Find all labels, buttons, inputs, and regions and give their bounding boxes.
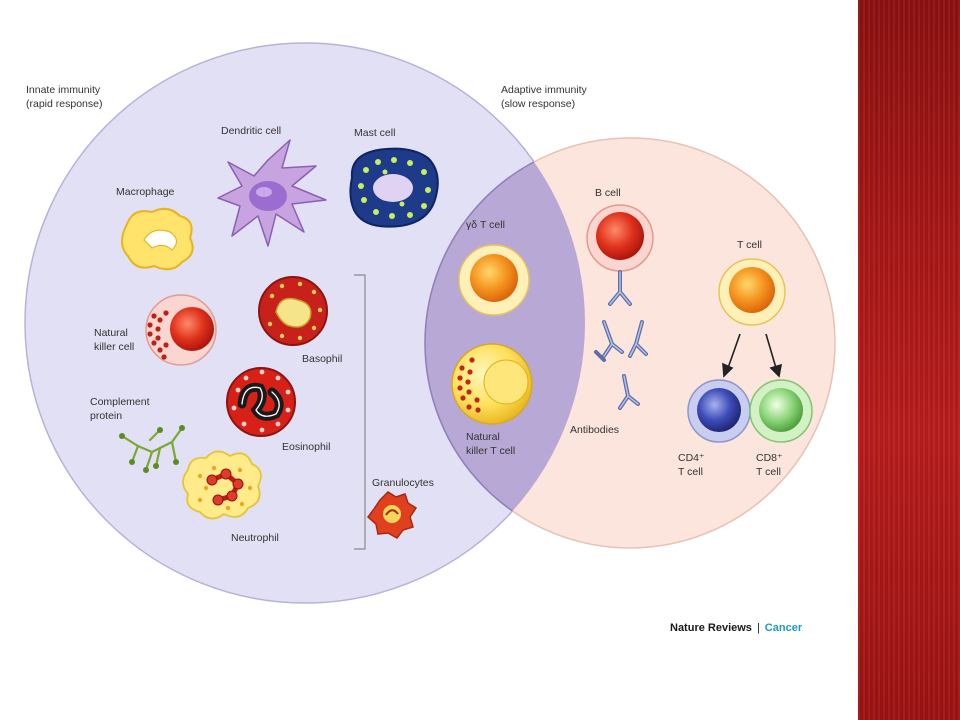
- adaptive-subtitle: (slow response): [501, 98, 575, 110]
- basophil-label: Basophil: [302, 353, 342, 365]
- basophil-icon: [258, 276, 328, 346]
- nkt-cell-label-line1: Natural: [466, 431, 500, 443]
- journal-section: Cancer: [765, 622, 803, 634]
- cd8-label-line2: T cell: [756, 466, 781, 478]
- natural-killer-cell-icon: [145, 294, 217, 366]
- dendritic-cell-icon: [217, 139, 327, 247]
- nk-cell-label-line2: killer cell: [94, 341, 134, 353]
- decorative-side-bar: [858, 0, 960, 720]
- gamma-delta-t-cell-label: γδ T cell: [466, 219, 505, 231]
- natural-killer-t-cell-icon: [451, 343, 533, 425]
- macrophage-icon: [121, 207, 194, 271]
- adaptive-title: Adaptive immunity: [501, 84, 588, 96]
- journal-name: Nature Reviews: [670, 622, 752, 634]
- cd4-t-cell-icon: [687, 379, 751, 443]
- dendritic-cell-label: Dendritic cell: [221, 125, 281, 137]
- neutrophil-icon: [182, 450, 262, 520]
- innate-title: Innate immunity: [26, 84, 101, 96]
- gamma-delta-t-cell-icon: [458, 244, 530, 316]
- b-cell-icon: [586, 204, 654, 272]
- antibodies-icon-light: [603, 271, 647, 409]
- eosinophil-label: Eosinophil: [282, 441, 330, 453]
- nkt-cell-label-line2: killer T cell: [466, 445, 515, 457]
- granulocytes-bracket: [354, 274, 366, 550]
- journal-credit: Nature Reviews | Cancer: [670, 622, 803, 634]
- complement-label-line2: protein: [90, 410, 122, 422]
- granulocytes-icon: [366, 491, 418, 539]
- cd8-label-line1: CD8⁺: [756, 452, 783, 464]
- mast-cell-label: Mast cell: [354, 127, 395, 139]
- eosinophil-icon: [226, 367, 296, 437]
- granulocytes-label: Granulocytes: [372, 477, 434, 489]
- complement-protein-icon: [119, 425, 185, 473]
- nk-cell-label-line1: Natural: [94, 327, 128, 339]
- arrow-to-cd8-icon: [765, 333, 783, 378]
- neutrophil-label: Neutrophil: [231, 532, 279, 544]
- overlap-region: [424, 137, 585, 549]
- credit-separator: |: [757, 622, 760, 634]
- cd4-label-line1: CD4⁺: [678, 452, 705, 464]
- mast-cell-icon: [349, 147, 439, 228]
- antibodies-label: Antibodies: [570, 424, 619, 436]
- cd4-label-line2: T cell: [678, 466, 703, 478]
- innate-subtitle: (rapid response): [26, 98, 102, 110]
- t-cell-icon: [718, 258, 786, 326]
- t-cell-label: T cell: [737, 239, 762, 251]
- arrow-to-cd4-icon: [722, 333, 741, 378]
- complement-label-line1: Complement: [90, 396, 150, 408]
- b-cell-label: B cell: [595, 187, 621, 199]
- macrophage-label: Macrophage: [116, 186, 175, 198]
- cd8-t-cell-icon: [749, 379, 813, 443]
